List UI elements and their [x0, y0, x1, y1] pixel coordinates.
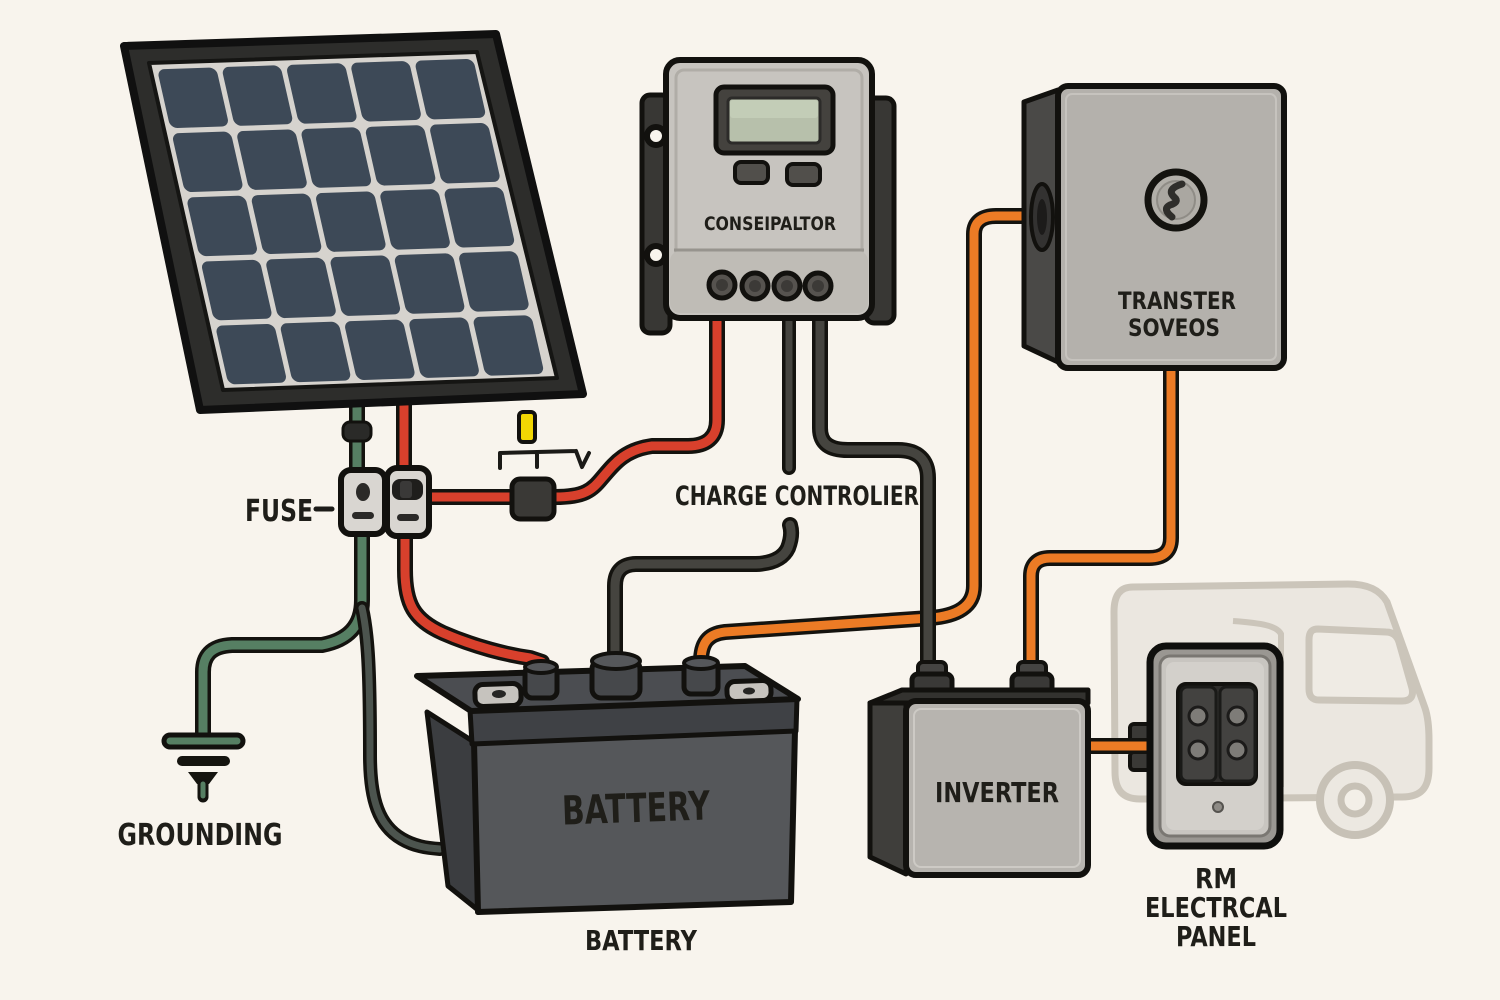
controller-bracket-hole-top	[644, 124, 668, 148]
solar-cell	[316, 191, 386, 252]
battery-terminal-positive	[522, 659, 560, 701]
transfer-switch-port-hole	[1037, 199, 1047, 235]
solar-cell	[473, 315, 544, 376]
solar-cell	[172, 131, 243, 193]
transfer-switch-label-line2: SOVEOS	[1128, 314, 1220, 342]
battery-device-label: BATTERY	[561, 783, 711, 834]
breaker-button	[1187, 739, 1209, 761]
solar-cell	[380, 189, 450, 250]
rv-panel-label-line1: RM	[1195, 862, 1237, 895]
wire-fuse-to-controller-red	[412, 304, 725, 505]
inverter-left-side	[867, 689, 909, 877]
solar-cell	[280, 321, 351, 383]
battery-cap-left	[472, 680, 524, 710]
fuse-holder-left-slot	[352, 512, 374, 519]
fuse-icon	[517, 410, 537, 444]
fuse-holder-right-slot	[397, 514, 419, 521]
green-wire-sleeve	[341, 420, 373, 443]
rv-panel-label-line2: ELECTRCAL	[1145, 891, 1287, 924]
charge-controller: CONSEIPALTOR	[639, 57, 897, 336]
ground-bar-1	[161, 732, 246, 750]
solar-cells	[158, 58, 544, 385]
solar-cell	[394, 253, 465, 314]
transfer-switch-bevel	[1065, 93, 1277, 361]
ground-bar-2	[177, 756, 230, 766]
rv-electrical-panel	[1146, 642, 1284, 850]
solar-cell	[430, 123, 500, 184]
ground-bar-3	[188, 772, 218, 784]
fuse-holder-left-hole	[356, 483, 370, 501]
battery: BATTERY	[414, 651, 801, 915]
breaker-column-left	[1179, 685, 1218, 783]
wire-ground-branch-to-battery	[355, 601, 447, 856]
fuse-assembly	[338, 410, 591, 539]
wire-fuse-to-battery-red	[397, 524, 550, 670]
charge-controller-label: CHARGE CONTROLIER	[675, 481, 919, 512]
solar-cell	[459, 251, 529, 312]
solar-cell	[187, 195, 257, 257]
inverter: INVERTER	[867, 660, 1091, 878]
battery-terminal-orange	[681, 655, 721, 697]
inverter-device-label: INVERTER	[935, 776, 1059, 809]
rv-wheel-hub	[1337, 782, 1373, 818]
solar-cell	[287, 63, 357, 124]
fuse-bracket-mark	[498, 449, 591, 470]
rv-panel-label-line3: PANEL	[1176, 920, 1256, 953]
labels: FUSE GROUNDING CHARGE CONTROLIER BATTERY…	[118, 481, 1288, 957]
breaker-button	[1226, 705, 1248, 727]
fuse-holder-left	[338, 467, 388, 537]
controller-button-right	[785, 162, 822, 187]
wire-transfer-switch-to-inverter-orange	[1023, 362, 1179, 676]
solar-cell	[345, 319, 415, 380]
breaker-column-right	[1218, 685, 1257, 783]
solar-cell	[444, 187, 515, 248]
solar-cell	[266, 257, 336, 319]
rv-cab-seam	[1232, 618, 1284, 787]
solar-cell	[301, 127, 372, 188]
controller-button-left	[733, 160, 770, 185]
battery-terminal-center	[589, 651, 643, 701]
fuse-label: FUSE	[245, 494, 313, 529]
transfer-switch: TRANSTER SOVEOS	[1021, 83, 1287, 371]
transfer-switch-label-line1: TRANSTER	[1118, 287, 1236, 315]
solar-cell	[365, 125, 436, 186]
solar-cell	[216, 323, 286, 385]
solar-cell	[415, 58, 486, 120]
grounding-label: GROUNDING	[118, 818, 283, 853]
inverter-front	[903, 698, 1091, 878]
solar-cell	[237, 129, 307, 190]
solar-cell	[158, 67, 228, 128]
solar-cell	[222, 65, 293, 126]
panel-screw	[1212, 801, 1224, 813]
solar-cell	[330, 255, 401, 316]
battery-caption: BATTERY	[585, 924, 698, 957]
solar-panel	[120, 30, 587, 414]
battery-cap-right	[724, 678, 774, 704]
solar-cell	[201, 259, 272, 321]
inline-connector	[509, 476, 557, 522]
solar-cell	[351, 61, 421, 122]
fuse-element-mid	[400, 481, 412, 498]
controller-bracket-hole-bottom	[644, 243, 668, 267]
breaker-button	[1187, 705, 1209, 727]
wire-controller-to-inverter-black	[812, 304, 936, 678]
inverter-bevel	[913, 708, 1081, 868]
controller-device-label: CONSEIPALTOR	[704, 213, 836, 235]
wire-battery-negative-hook	[607, 517, 800, 668]
rv-window	[1305, 625, 1416, 705]
wire-battery-to-transfer-switch-orange	[693, 208, 1040, 670]
solar-cell	[409, 317, 479, 378]
solar-cell	[251, 193, 322, 254]
controller-lcd-glare	[730, 100, 818, 118]
ground-symbol	[161, 732, 246, 803]
breaker-button	[1226, 739, 1248, 761]
fuse-holder-right	[384, 465, 432, 539]
lightning-bolt-icon	[1163, 180, 1186, 221]
controller-terminals	[706, 269, 834, 302]
